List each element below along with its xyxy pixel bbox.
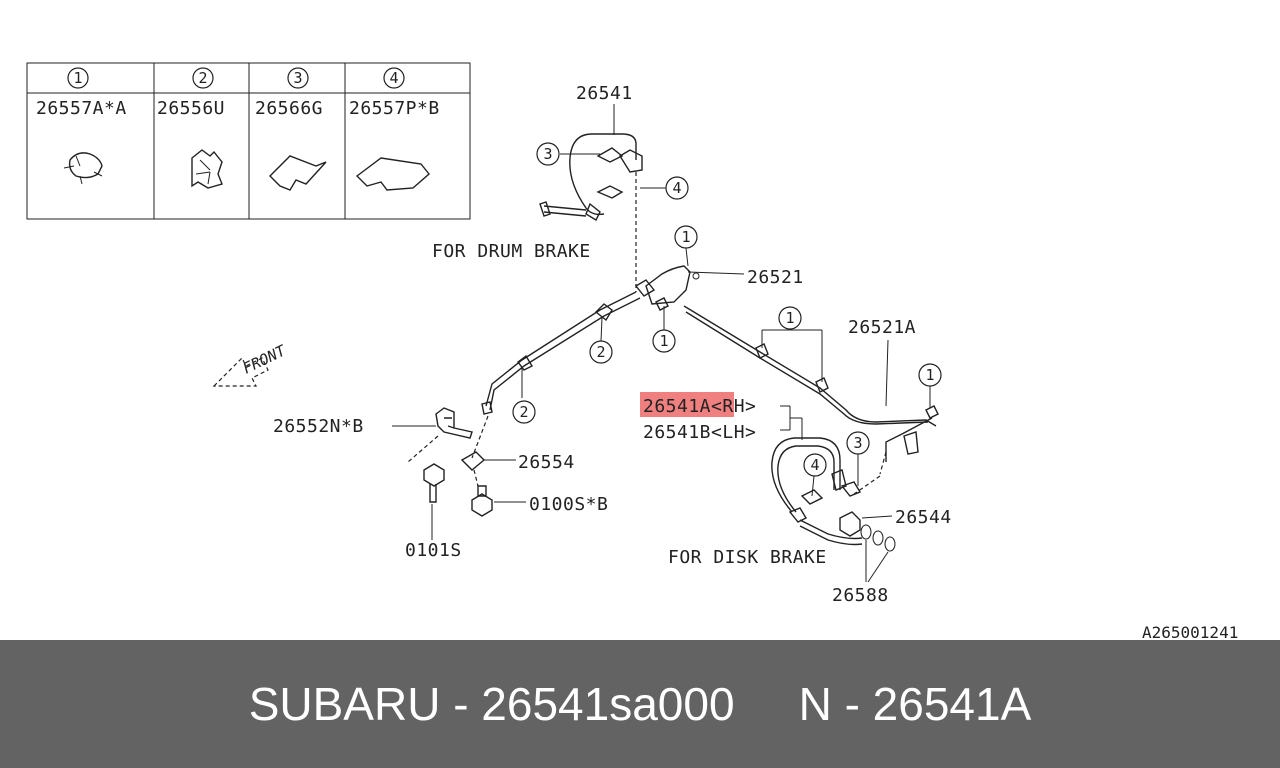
callout-number: 2: [519, 403, 528, 421]
callout-3-disk: 3: [846, 431, 870, 455]
label-26541b-lh: 26541B<LH>: [643, 422, 756, 443]
label-26521a: 26521A: [848, 317, 916, 338]
front-label: FRONT: [240, 341, 289, 377]
legend-part-2: 26556U: [157, 98, 225, 119]
parts-diagram: 1 2 3 4 26557A*A 26556U 26566G 26557P*B: [26, 62, 1238, 640]
callout-2-lower: 2: [512, 400, 536, 424]
label-for-disk-brake: FOR DISK BRAKE: [668, 547, 827, 568]
diagram-code: A265001241: [1142, 623, 1238, 640]
clip-4-icon: [355, 157, 430, 191]
clip-1-icon: [63, 152, 103, 185]
callout-2-upper: 2: [589, 340, 613, 364]
label-26552n-b: 26552N*B: [273, 416, 364, 437]
callout-number: 2: [596, 343, 605, 361]
front-arrow-icon: FRONT: [212, 341, 289, 387]
callout-1-rear-pair: 1: [778, 306, 802, 330]
label-26554: 26554: [518, 452, 575, 473]
label-26541a-rh: 26541A<RH>: [643, 396, 756, 417]
callout-number: 4: [810, 456, 819, 474]
label-0101s: 0101S: [405, 540, 462, 561]
callout-1-junction-top: 1: [674, 225, 698, 249]
label-26588: 26588: [832, 585, 889, 606]
part-number-footer: SUBARU - 26541sa000 N - 26541A: [0, 640, 1280, 768]
callout-4-drum: 4: [665, 176, 689, 200]
callout-number: 3: [853, 434, 862, 452]
label-26521: 26521: [747, 267, 804, 288]
legend-number-1: 1: [73, 69, 82, 87]
disk-brake-hose: [771, 405, 896, 583]
label-for-drum-brake: FOR DRUM BRAKE: [432, 241, 591, 262]
label-26544: 26544: [895, 507, 952, 528]
drum-brake-hose: [539, 104, 666, 292]
callout-number: 3: [543, 145, 552, 163]
legend-number-3: 3: [293, 69, 302, 87]
callout-3-drum: 3: [536, 142, 560, 166]
label-26541: 26541: [576, 83, 633, 104]
callout-number: 1: [785, 309, 794, 327]
footer-part-number: SUBARU - 26541sa000: [248, 678, 735, 730]
callout-4-disk: 4: [803, 453, 827, 477]
clip-3-icon: [269, 155, 327, 191]
callout-number: 4: [672, 179, 681, 197]
parts-legend-table: 1 2 3 4 26557A*A 26556U 26566G 26557P*B: [26, 62, 471, 220]
highlight-26541a: [640, 392, 734, 417]
legend-part-4: 26557P*B: [349, 98, 440, 119]
callout-number: 1: [659, 332, 668, 350]
callout-1-junction-bottom: 1: [652, 329, 676, 353]
brake-pipe-assembly: [471, 247, 939, 495]
callout-number: 1: [925, 366, 934, 384]
clip-2-icon: [191, 149, 223, 189]
callout-number: 1: [681, 228, 690, 246]
legend-part-1: 26557A*A: [36, 98, 127, 119]
bracket-assembly: [392, 368, 526, 540]
legend-number-4: 4: [389, 69, 398, 87]
legend-part-3: 26566G: [255, 98, 323, 119]
label-0100s-b: 0100S*B: [529, 494, 608, 515]
footer-reference-number: N - 26541A: [798, 678, 1032, 730]
legend-number-2: 2: [198, 69, 207, 87]
callout-1-rear-end: 1: [918, 363, 942, 387]
